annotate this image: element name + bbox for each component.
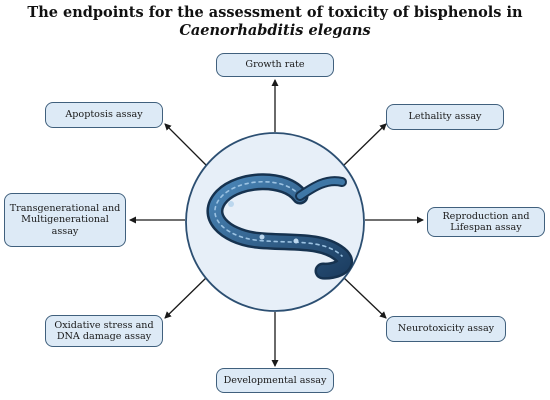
node-lethality-assay-label: Lethality assay xyxy=(408,111,482,123)
node-oxidative-stress-assay-label: Oxidative stress and DNA damage assay xyxy=(54,319,154,343)
node-neurotoxicity-assay-label: Neurotoxicity assay xyxy=(397,323,495,335)
node-apoptosis-assay-label: Apoptosis assay xyxy=(65,109,143,121)
node-developmental-assay: Developmental assay xyxy=(216,368,334,393)
node-transgenerational-assay: Transgenerational and Multigenerational … xyxy=(4,193,126,247)
node-reproduction-lifespan-assay-label: Reproduction and Lifespan assay xyxy=(442,210,530,234)
arrow-to-neurotoxicity xyxy=(341,275,387,319)
arrow-to-lethality xyxy=(341,123,387,168)
node-growth-rate-label: Growth rate xyxy=(245,59,305,71)
node-neurotoxicity-assay: Neurotoxicity assay xyxy=(386,316,506,342)
nematode-worm-icon xyxy=(206,173,353,280)
node-apoptosis-assay: Apoptosis assay xyxy=(45,102,163,128)
node-oxidative-stress-assay: Oxidative stress and DNA damage assay xyxy=(45,315,163,347)
node-developmental-assay-label: Developmental assay xyxy=(223,374,327,386)
arrow-to-apoptosis xyxy=(164,123,209,168)
node-transgenerational-assay-label: Transgenerational and Multigenerational … xyxy=(9,202,121,237)
node-lethality-assay: Lethality assay xyxy=(386,104,504,130)
arrow-to-oxidative xyxy=(164,275,209,319)
node-reproduction-lifespan-assay: Reproduction and Lifespan assay xyxy=(427,207,545,237)
node-growth-rate: Growth rate xyxy=(216,53,334,77)
title-species: Caenorhabditis elegans xyxy=(179,22,371,39)
diagram-title: The endpoints for the assessment of toxi… xyxy=(5,4,545,40)
title-main: The endpoints for the assessment of toxi… xyxy=(27,4,523,21)
